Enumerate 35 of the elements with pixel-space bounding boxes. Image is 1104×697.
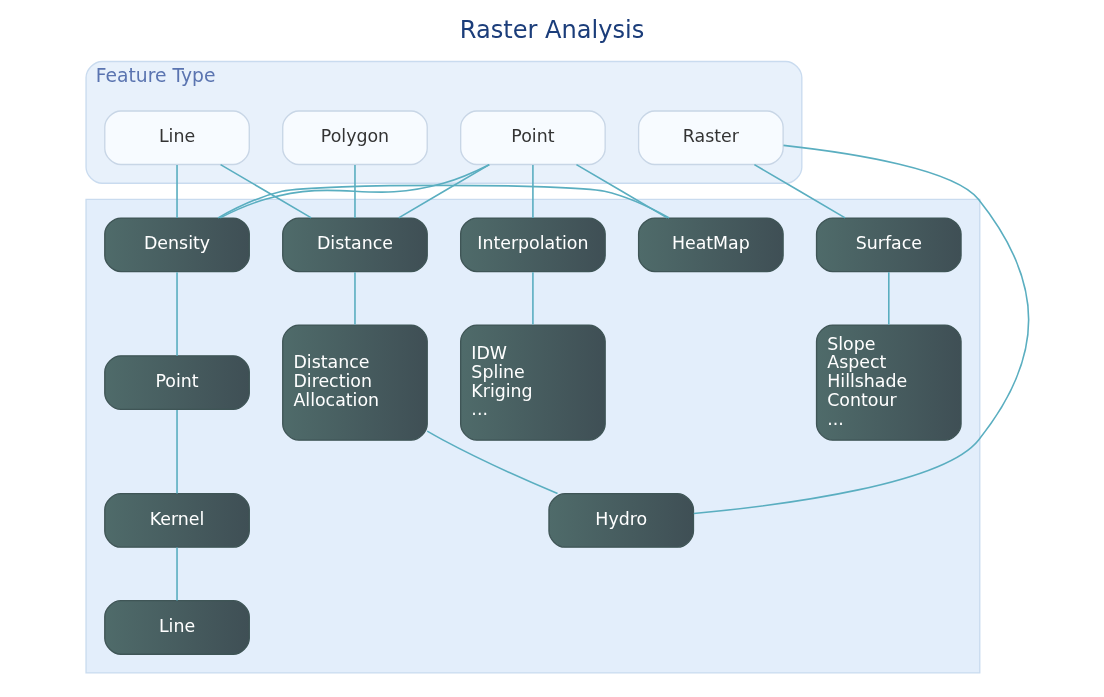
node-box: HeatMap <box>637 217 784 273</box>
connector <box>217 184 670 219</box>
node-box: Distance Direction Allocation <box>282 324 428 441</box>
node-box: Kernel <box>104 493 250 548</box>
node-box: Polygon <box>282 110 428 166</box>
diagram-title: Raster Analysis <box>459 15 645 44</box>
node-box: Line <box>104 600 250 655</box>
node-box: Point <box>104 355 250 411</box>
connector <box>426 430 559 495</box>
node-box: IDW Spline Kriging ... <box>460 324 606 441</box>
connector <box>532 271 534 326</box>
connector <box>532 164 534 219</box>
node-box: Line <box>104 110 250 166</box>
node-box: Surface <box>815 217 962 273</box>
connector <box>753 163 846 219</box>
node-box: Density <box>104 217 250 273</box>
node-box: Slope Aspect Hillshade Contour ... <box>815 324 962 441</box>
node-box: Distance <box>282 217 428 273</box>
node-box: Hydro <box>548 493 695 548</box>
connector <box>575 163 668 219</box>
node-box: Interpolation <box>460 217 606 273</box>
connector <box>693 144 1030 515</box>
node-box: Point <box>460 110 606 166</box>
cluster <box>85 198 981 674</box>
connector <box>888 271 890 326</box>
connector <box>354 271 356 326</box>
connector <box>176 409 178 495</box>
connector <box>354 164 356 219</box>
connector <box>219 163 313 219</box>
connector <box>397 163 491 219</box>
connector <box>176 271 178 357</box>
connector <box>176 164 178 219</box>
connector <box>176 546 178 602</box>
node-box: Raster <box>637 110 784 166</box>
connector <box>219 163 490 219</box>
